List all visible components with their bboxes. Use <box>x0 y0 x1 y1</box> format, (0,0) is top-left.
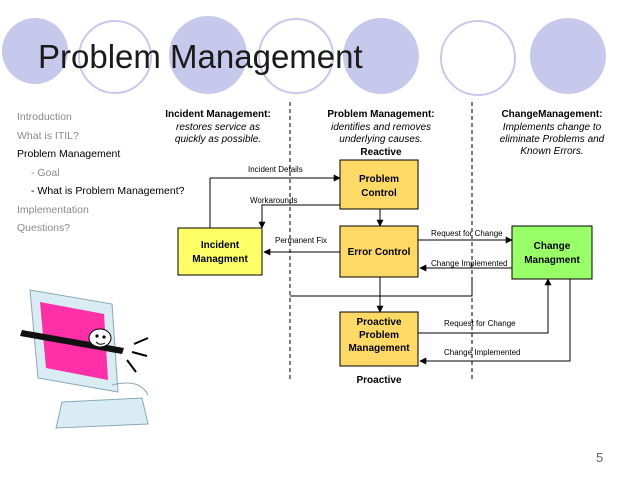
decor-circle-3 <box>169 16 247 94</box>
label-change-implemented-2: Change Implemented <box>444 348 521 357</box>
header-problem-line1: identifies and removes <box>331 122 431 133</box>
box-proactive-line1: Proactive <box>356 317 401 328</box>
nav-item-goal[interactable]: - Goal <box>31 166 60 179</box>
box-proactive-line2: Problem <box>359 330 399 341</box>
nav-item-introduction[interactable]: Introduction <box>17 111 72 123</box>
label-request-for-change-2: Request for Change <box>444 319 516 328</box>
header-change-line1: Implements change to <box>503 122 602 133</box>
decor-circle-5 <box>343 18 419 94</box>
reactive-label: Reactive <box>360 147 402 158</box>
slide-outline-nav: Introduction What is ITIL? Problem Manag… <box>17 108 184 238</box>
decor-circle-1 <box>2 18 68 84</box>
label-permanent-fix: Permanent Fix <box>275 236 327 245</box>
decor-circle-2 <box>78 20 152 94</box>
decor-circle-4 <box>258 18 334 94</box>
nav-item-implementation[interactable]: Implementation <box>17 203 89 216</box>
label-incident-details: Incident Details <box>248 165 303 174</box>
box-problem-control-line1: Problem <box>359 174 399 185</box>
header-incident-line1: restores service as <box>176 122 260 133</box>
box-change-management: Change Managment <box>511 225 593 280</box>
loop-line <box>290 280 473 297</box>
proactive-label: Proactive <box>356 375 401 386</box>
decor-circle-6 <box>440 20 516 96</box>
arrow-request-for-change-2 <box>418 278 552 334</box>
nav-item-what-is-problem-management[interactable]: - What is Problem Management? <box>31 185 185 197</box>
box-change-management-line1: Change <box>534 241 571 252</box>
header-incident-title: Incident Management: <box>165 109 271 120</box>
decor-circle-7 <box>530 18 606 94</box>
box-problem-control: Problem Control <box>339 159 419 210</box>
header-change-title: ChangeManagement: <box>501 109 602 120</box>
page-number: 5 <box>596 450 604 465</box>
box-incident-management-line2: Managment <box>192 254 248 265</box>
header-problem-line2: underlying causes. <box>339 134 422 145</box>
box-error-control: Error Control <box>339 225 419 278</box>
header-incident-line2: quickly as possible. <box>175 134 261 145</box>
header-problem-title: Problem Management: <box>327 109 434 120</box>
error-computer-clipart <box>20 289 149 429</box>
arrow-workarounds <box>258 204 340 229</box>
nav-item-problem-management[interactable]: Problem Management <box>17 148 121 160</box>
nav-item-what-is-itil[interactable]: What is ITIL? <box>17 129 79 142</box>
header-change-line2: eliminate Problems and <box>500 134 605 145</box>
box-proactive-line3: Management <box>348 343 410 354</box>
nav-item-questions[interactable]: Questions? <box>17 222 71 234</box>
box-problem-control-line2: Control <box>361 188 397 199</box>
box-incident-management-line1: Incident <box>201 240 240 251</box>
box-change-management-line2: Managment <box>524 255 580 266</box>
slide-title: Problem Management <box>38 38 363 75</box>
arrow-change-implemented-2 <box>419 279 571 365</box>
label-workarounds: Workarounds <box>250 196 297 205</box>
header-change-line3: Known Errors. <box>520 146 583 157</box>
label-change-implemented-1: Change Implemented <box>431 259 508 268</box>
box-incident-management: Incident Managment <box>177 227 263 276</box>
box-error-control-line1: Error Control <box>348 247 411 258</box>
label-request-for-change-1: Request for Change <box>431 229 503 238</box>
box-proactive-problem-management: Proactive Problem Management <box>339 311 419 367</box>
